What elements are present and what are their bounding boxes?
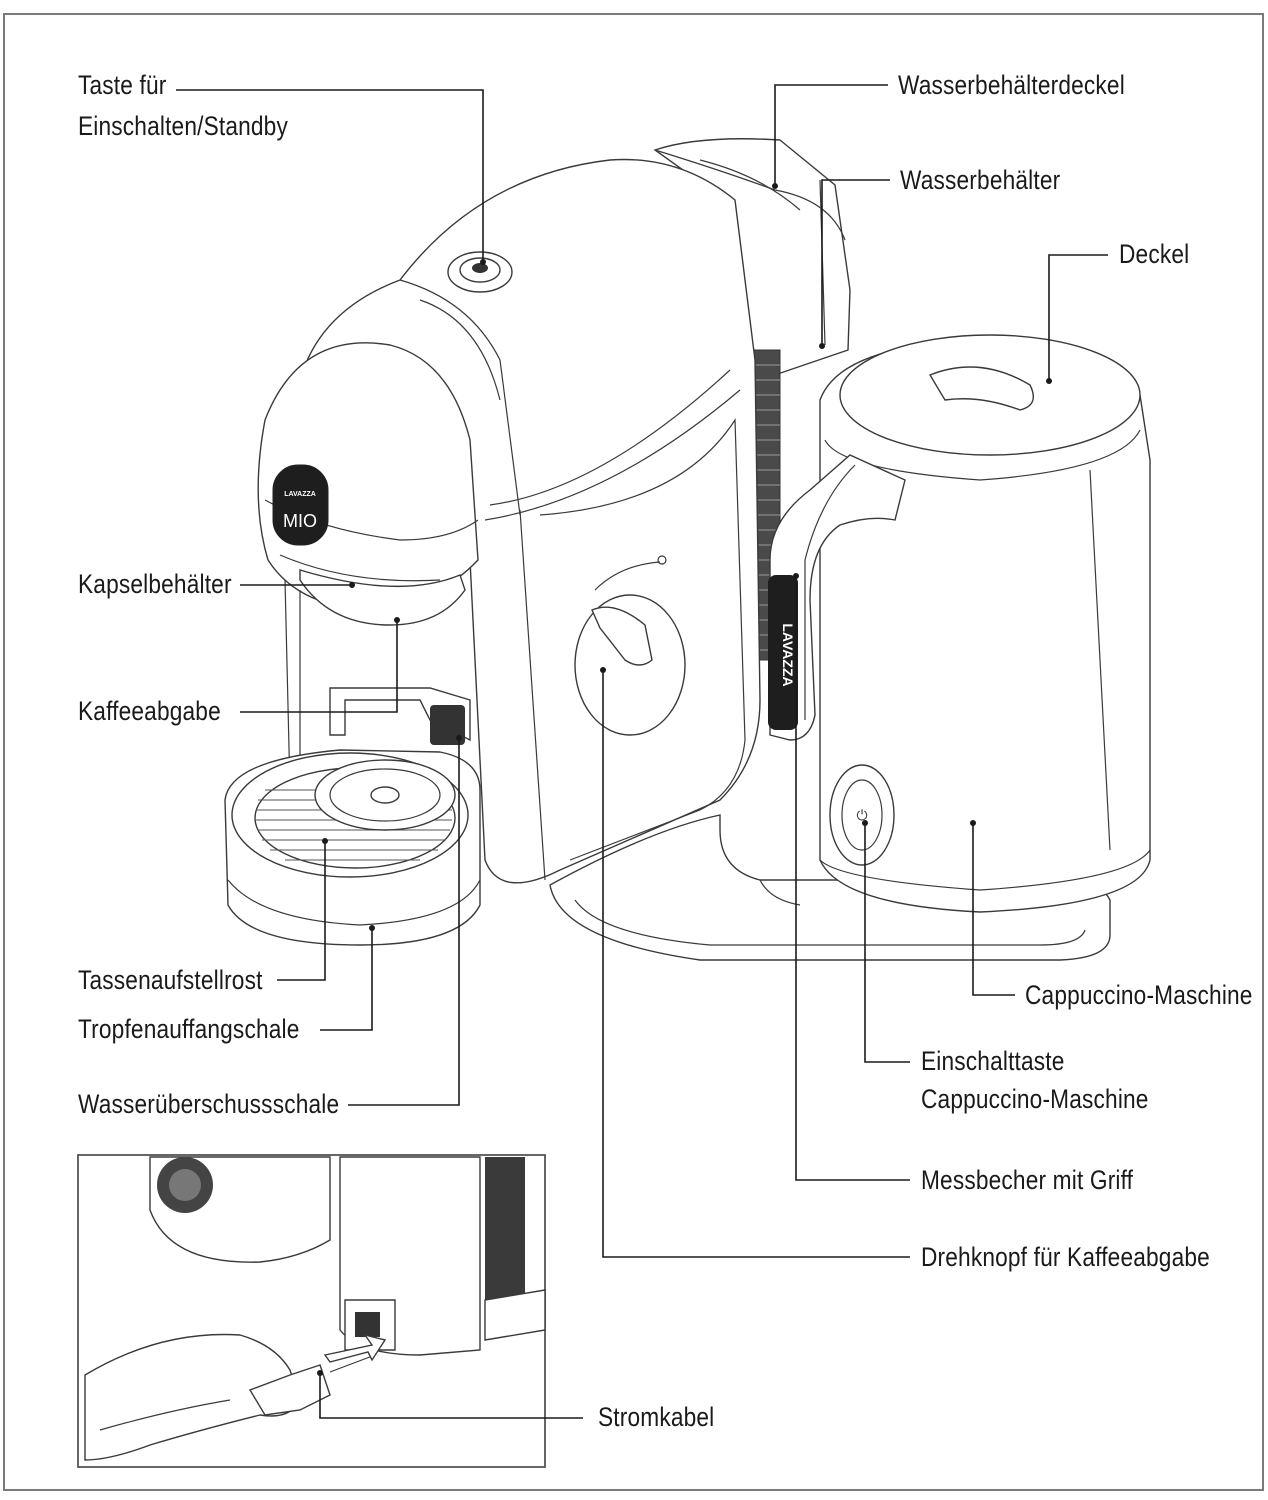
cappuccino-machine-illustration: ⏻ [819,334,1151,913]
machine-model-text: MIO [283,511,317,531]
label-power-button-line2: Einschalten/Standby [78,111,288,141]
label-power-cable: Stromkabel [598,1402,715,1432]
machine-logo-text: LAVAZZA [284,491,316,498]
label-coffee-dispenser: Kaffeeabgabe [78,696,221,726]
measuring-cup-illustration: LAVAZZA [768,454,906,741]
label-power-button-line1: Taste für [78,70,167,100]
label-lid: Deckel [1119,239,1190,269]
label-cup-grid: Tassenaufstellrost [78,965,263,995]
leader-dots [317,183,1052,1376]
label-dispense-knob: Drehknopf für Kaffeeabgabe [921,1242,1210,1272]
label-water-tank: Wasserbehälter [900,165,1061,195]
lavazza-mio-badge: LAVAZZA MIO [272,464,329,546]
leader-lines [176,84,1108,1419]
label-measuring-cup: Messbecher mit Griff [921,1165,1134,1195]
power-cable-inset [77,1154,546,1468]
label-cappuccino-power-line1: Einschalttaste [921,1046,1065,1076]
coffee-machine-illustration: LAVAZZA MIO [224,138,1151,961]
label-drip-tray: Tropfenauffangschale [78,1014,300,1044]
frother-logo-text: LAVAZZA [780,623,796,686]
label-tank-lid: Wasserbehälterdeckel [898,70,1125,100]
label-capsule-container: Kapselbehälter [78,569,232,599]
svg-text:⏻: ⏻ [856,808,867,824]
drip-tray-illustration [224,749,481,946]
label-cappuccino-machine: Cappuccino-Maschine [1025,980,1253,1010]
power-button-illustration [447,251,513,293]
label-overflow-tray: Wasserüberschussschale [78,1089,340,1119]
frother-power-button-illustration [829,764,895,866]
label-cappuccino-power-line2: Cappuccino-Maschine [921,1084,1149,1114]
